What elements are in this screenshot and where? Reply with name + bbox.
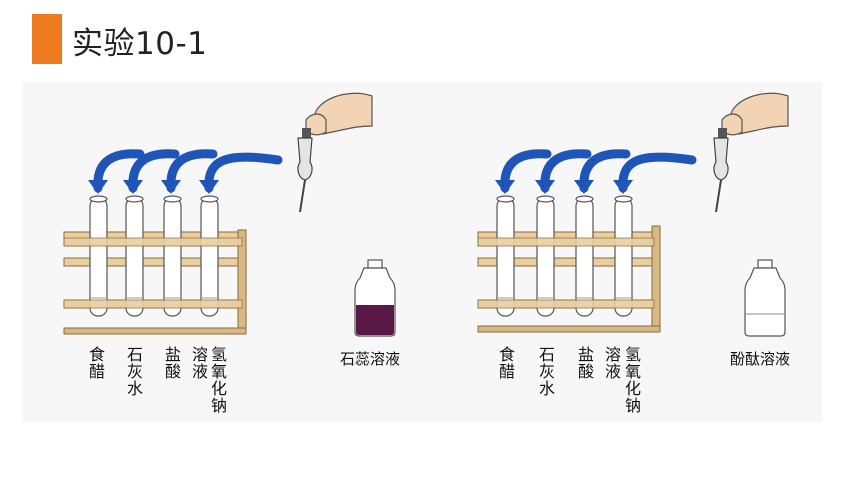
page-title: 实验10-1 — [72, 26, 208, 62]
arrow-4 — [204, 152, 283, 193]
left-label-sodium-hydroxide: 氢氧化钠 — [210, 345, 227, 415]
test-tube-4 — [614, 195, 633, 317]
left-label-hydrochloric-acid: 盐酸 — [164, 345, 181, 381]
left-label-limewater: 石灰水 — [126, 345, 143, 398]
diagram-panel — [22, 82, 822, 422]
arrow-4 — [618, 152, 697, 193]
left-label-vinegar: 食醋 — [88, 345, 105, 381]
right-setup — [477, 92, 789, 337]
title-accent-bar — [32, 14, 62, 64]
test-tube-2 — [125, 195, 144, 317]
right-label-solution: 溶液 — [604, 345, 621, 381]
right-hand-dropper — [713, 92, 789, 213]
left-label-litmus-solution: 石蕊溶液 — [340, 350, 401, 368]
arrowhead-1 — [88, 180, 108, 194]
right-label-hydrochloric-acid: 盐酸 — [577, 345, 594, 381]
left-setup — [63, 92, 396, 337]
arrowhead-2 — [123, 180, 143, 194]
arrowhead-3 — [161, 180, 181, 194]
right-dropping-arrows — [500, 149, 697, 193]
left-hand-dropper — [297, 92, 373, 213]
test-tube-3 — [575, 195, 594, 317]
test-tube-3 — [163, 195, 182, 317]
left-dropping-arrows — [93, 149, 283, 193]
left-label-solution: 溶液 — [191, 345, 208, 381]
phenolphthalein-bottle — [744, 259, 786, 337]
right-test-tubes — [496, 195, 633, 317]
test-tube-2 — [536, 195, 555, 317]
test-tube-1 — [89, 195, 108, 317]
litmus-bottle — [354, 259, 396, 337]
test-tube-1 — [496, 195, 515, 317]
right-label-vinegar: 食醋 — [498, 345, 515, 381]
left-test-tubes — [89, 195, 219, 317]
right-label-limewater: 石灰水 — [538, 345, 555, 398]
right-label-sodium-hydroxide: 氢氧化钠 — [624, 345, 641, 415]
right-label-phenolphthalein-solution: 酚酞溶液 — [730, 350, 791, 368]
test-tube-4 — [200, 195, 219, 317]
arrowhead-4 — [199, 180, 219, 194]
